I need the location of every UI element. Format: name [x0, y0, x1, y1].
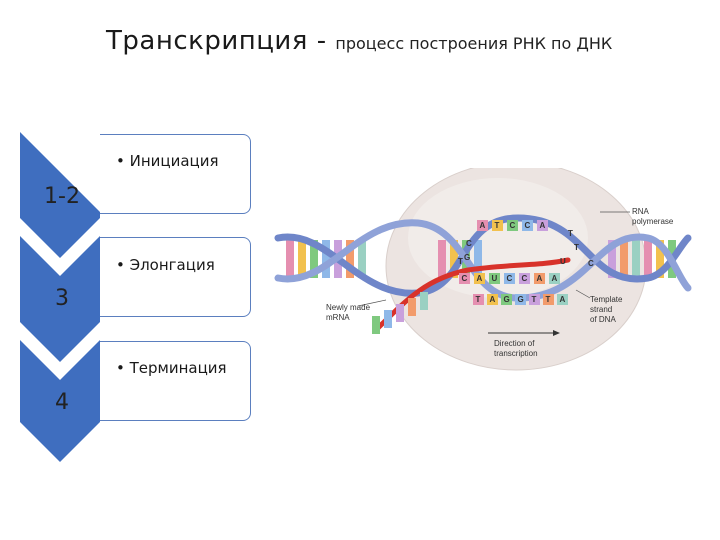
base-tile: [492, 220, 503, 231]
step-number-2: 3: [55, 286, 69, 311]
base-letter: C: [507, 274, 513, 283]
title-main: Транскрипция -: [106, 26, 336, 56]
loop-base-letter: T: [458, 257, 463, 266]
base-tile: [557, 294, 568, 305]
label-template-1: Template: [590, 295, 623, 304]
loop-base-letter: T: [574, 243, 579, 252]
base-tile: [489, 273, 500, 284]
base-letter: G: [504, 295, 510, 304]
base-tile: [473, 294, 484, 305]
base-tile: [515, 294, 526, 305]
label-newly-made-1: Newly made: [326, 303, 371, 312]
step-number-1: 1-2: [44, 184, 80, 209]
base-letter: A: [560, 295, 566, 304]
label-template-2: strand: [590, 305, 612, 314]
step-box-2: [100, 237, 251, 317]
mrna-nucleotide: [384, 310, 392, 328]
base-tile: [507, 220, 518, 231]
base-letter: A: [552, 274, 558, 283]
base-letter: C: [522, 274, 528, 283]
base-tile: [501, 294, 512, 305]
base-pair: [620, 240, 628, 278]
mrna-nucleotide: [420, 292, 428, 310]
base-tile: [543, 294, 554, 305]
base-pair: [450, 240, 458, 278]
base-letter: A: [477, 274, 483, 283]
mrna-nucleotide: [396, 304, 404, 322]
step-label-3: • Терминация: [116, 359, 227, 377]
base-letter: C: [462, 274, 468, 283]
base-letter: T: [476, 295, 481, 304]
mrna-nucleotides: [372, 292, 428, 334]
loop-base-letter: U: [560, 257, 566, 266]
step-label-2: • Элонгация: [116, 256, 215, 274]
base-tile: [522, 220, 533, 231]
base-tile: [459, 273, 470, 284]
base-letter: A: [537, 274, 543, 283]
mrna-strand: [375, 257, 571, 331]
step-number-3: 4: [55, 390, 69, 415]
base-pair: [286, 240, 294, 278]
base-letter: U: [492, 274, 498, 283]
step-label-1: • Инициация: [116, 152, 219, 170]
base-pair: [322, 240, 330, 278]
base-letter: T: [495, 221, 500, 230]
base-letter: A: [540, 221, 546, 230]
base-letter: T: [546, 295, 551, 304]
step-box-1: [100, 134, 251, 214]
base-letter: G: [518, 295, 524, 304]
base-pair: [358, 240, 366, 278]
base-pair: [608, 240, 616, 278]
base-tile: [504, 273, 515, 284]
base-tile: [474, 273, 485, 284]
base-pair: [644, 240, 652, 278]
loop-base-letter: C: [588, 259, 594, 268]
base-tile: [477, 220, 488, 231]
base-tile: [537, 220, 548, 231]
base-pair: [298, 240, 306, 278]
base-pair-rungs: [286, 240, 676, 278]
label-newly-made-2: mRNA: [326, 313, 350, 322]
label-direction-2: transcription: [494, 349, 538, 358]
base-pair: [310, 240, 318, 278]
loop-base-letter: G: [464, 253, 470, 262]
chevron-step-3: [20, 340, 100, 462]
base-letter: A: [480, 221, 486, 230]
base-letter: C: [510, 221, 516, 230]
base-pair: [438, 240, 446, 278]
loop-base-letter: T: [568, 229, 573, 238]
label-direction-1: Direction of: [494, 339, 535, 348]
base-letter: A: [490, 295, 496, 304]
chevron-step-1-shape: [20, 132, 100, 258]
page-title: Транскрипция - процесс построения РНК по…: [106, 26, 706, 56]
mrna-nucleotide: [408, 298, 416, 316]
mrna-nucleotide: [372, 316, 380, 334]
base-pair: [656, 240, 664, 278]
title-subtitle: процесс построения РНК по ДНК: [335, 34, 613, 53]
label-rna-polymerase-1: RNA: [632, 207, 650, 216]
label-rna-polymerase-2: polymerase: [632, 217, 674, 226]
base-pair: [346, 240, 354, 278]
base-letter: C: [525, 221, 531, 230]
base-tile: [519, 273, 530, 284]
base-tile: [549, 273, 560, 284]
step-box-3: [100, 341, 251, 421]
base-tile: [529, 294, 540, 305]
base-pair: [632, 240, 640, 278]
base-tile: [534, 273, 545, 284]
loop-base-letter: C: [466, 239, 472, 248]
base-letter: T: [532, 295, 537, 304]
direction-arrow-head: [553, 330, 560, 336]
transcription-figure: RNA polymerase Newly made mRNA Template …: [274, 168, 692, 371]
base-pair: [474, 240, 482, 278]
base-tile: [487, 294, 498, 305]
chevron-step-2: [20, 236, 100, 362]
label-template-3: of DNA: [590, 315, 616, 324]
step-chevrons: [20, 132, 100, 462]
